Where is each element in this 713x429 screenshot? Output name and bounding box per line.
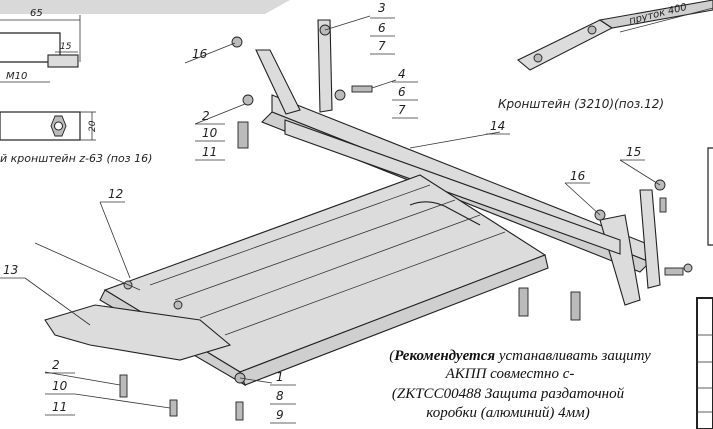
svg-text:4: 4 — [398, 67, 406, 81]
svg-text:9: 9 — [276, 408, 284, 422]
svg-text:2: 2 — [52, 358, 60, 372]
header-tab — [0, 0, 290, 14]
detail-view: 65 15 M10 20 й кронштейн z-63 (поз 16) — [0, 8, 152, 165]
svg-text:1: 1 — [276, 370, 284, 384]
table-fragment — [696, 147, 713, 429]
svg-text:14: 14 — [490, 119, 505, 133]
note-line3: (ZKTCC00488 Защита раздаточной — [392, 386, 625, 402]
bracket-label: Кронштейн (3210)(поз.12) — [498, 97, 664, 111]
svg-text:2: 2 — [202, 109, 210, 123]
callout-3: 3 6 7 — [324, 1, 395, 55]
svg-text:15: 15 — [626, 145, 641, 159]
rod-part: пруток 400 — [516, 0, 713, 71]
rod-label: пруток 400 — [628, 2, 688, 27]
svg-text:6: 6 — [378, 21, 386, 35]
svg-text:10: 10 — [202, 126, 218, 140]
svg-text:(Рекомендуется устанавливать з: (Рекомендуется устанавливать защиту — [389, 348, 651, 364]
svg-text:8: 8 — [276, 389, 284, 403]
detail-caption: й кронштейн z-63 (поз 16) — [0, 152, 152, 165]
svg-text:13: 13 — [3, 263, 18, 277]
svg-text:11: 11 — [52, 400, 67, 414]
note-line2: АКПП совместно с- — [445, 366, 575, 382]
bolts — [119, 24, 693, 421]
svg-text:7: 7 — [378, 39, 386, 53]
crossbeam-lower — [284, 119, 621, 255]
callout-2-bottom: 2 10 11 — [44, 358, 171, 416]
callout-15: 15 — [619, 145, 661, 186]
svg-text:7: 7 — [398, 103, 406, 117]
svg-text:16: 16 — [570, 169, 586, 183]
svg-text:10: 10 — [52, 379, 68, 393]
dim-20: 20 — [88, 120, 98, 132]
callout-13: 13 — [0, 263, 91, 326]
svg-text:11: 11 — [202, 145, 217, 159]
svg-text:12: 12 — [108, 187, 123, 201]
callout-2-top: 2 10 11 — [194, 103, 246, 161]
note-bold: Рекомендуется — [394, 348, 495, 364]
callout-1: 1 8 9 — [239, 370, 296, 424]
callout-4: 4 6 7 — [371, 67, 418, 119]
note-line4: коробки (алюминий) 4мм) — [426, 405, 590, 421]
note-line1: устанавливать защиту — [495, 348, 651, 364]
dim-15: 15 — [60, 42, 72, 52]
svg-text:6: 6 — [398, 85, 406, 99]
callout-16-top: 16 — [184, 42, 236, 64]
callout-16-right: 16 — [564, 169, 601, 216]
svg-text:16: 16 — [192, 47, 208, 61]
dim-65: 65 — [30, 8, 43, 19]
recommendation-note: (Рекомендуется устанавливать защиту АКПП… — [389, 348, 651, 421]
callout-14: 14 — [409, 119, 510, 149]
callout-12: 12 — [99, 187, 131, 279]
plate-13 — [44, 304, 232, 361]
dim-m10: M10 — [6, 71, 27, 82]
svg-text:3: 3 — [378, 1, 386, 15]
